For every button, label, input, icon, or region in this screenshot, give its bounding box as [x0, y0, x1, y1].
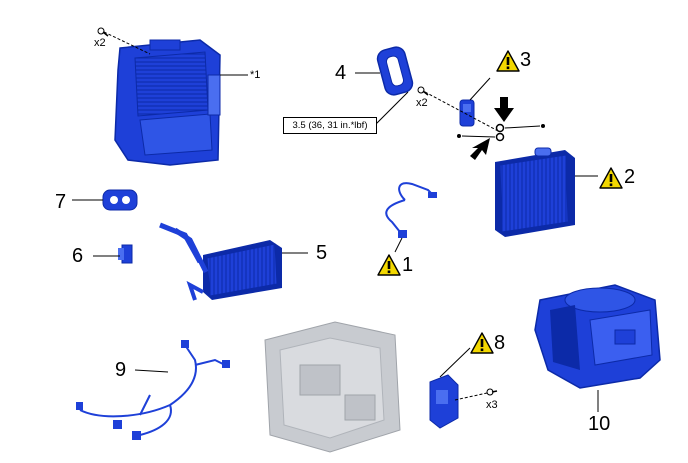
packing-seal [376, 46, 414, 96]
part-number-1: 1 [402, 254, 414, 276]
arrow-icon [470, 138, 490, 160]
screw-icon [417, 86, 429, 96]
warning-triangle-icon [599, 167, 623, 189]
warning-triangle-icon [377, 254, 401, 276]
quantity-label: x2 [94, 37, 106, 49]
part-number-9: 9 [115, 359, 127, 381]
part-number-2: 2 [624, 166, 636, 188]
torque-spec-box: 3.5 (36, 31 in.*lbf) [283, 117, 377, 134]
part-number-5: 5 [316, 242, 328, 264]
air-conditioner-unit-assembly [264, 321, 401, 453]
part-number-4: 4 [335, 62, 347, 84]
part-number-3: 3 [520, 49, 532, 71]
expansion-valve [459, 99, 475, 127]
arrow-icon [494, 97, 514, 122]
wire-harness [76, 340, 230, 440]
quantity-label: x2 [416, 97, 428, 109]
clamp [118, 244, 133, 264]
part-number-7: 7 [55, 191, 67, 213]
blower-unit [534, 284, 661, 389]
quantity-label: x3 [486, 399, 498, 411]
heater-core [159, 222, 282, 301]
screw-icon [486, 388, 498, 396]
warning-triangle-icon [470, 332, 494, 354]
air-conditioner-housing-upper [114, 39, 221, 166]
warning-triangle-icon [496, 50, 520, 72]
evaporator [495, 147, 575, 237]
servo-motor [429, 374, 459, 429]
part-number-6: 6 [72, 245, 84, 267]
screw-icon [97, 27, 109, 37]
temperature-sensor [385, 182, 437, 238]
part-number-8: 8 [494, 332, 506, 354]
part-number-10: 10 [588, 413, 611, 435]
grommet [102, 189, 138, 211]
note-label: *1 [250, 69, 261, 81]
